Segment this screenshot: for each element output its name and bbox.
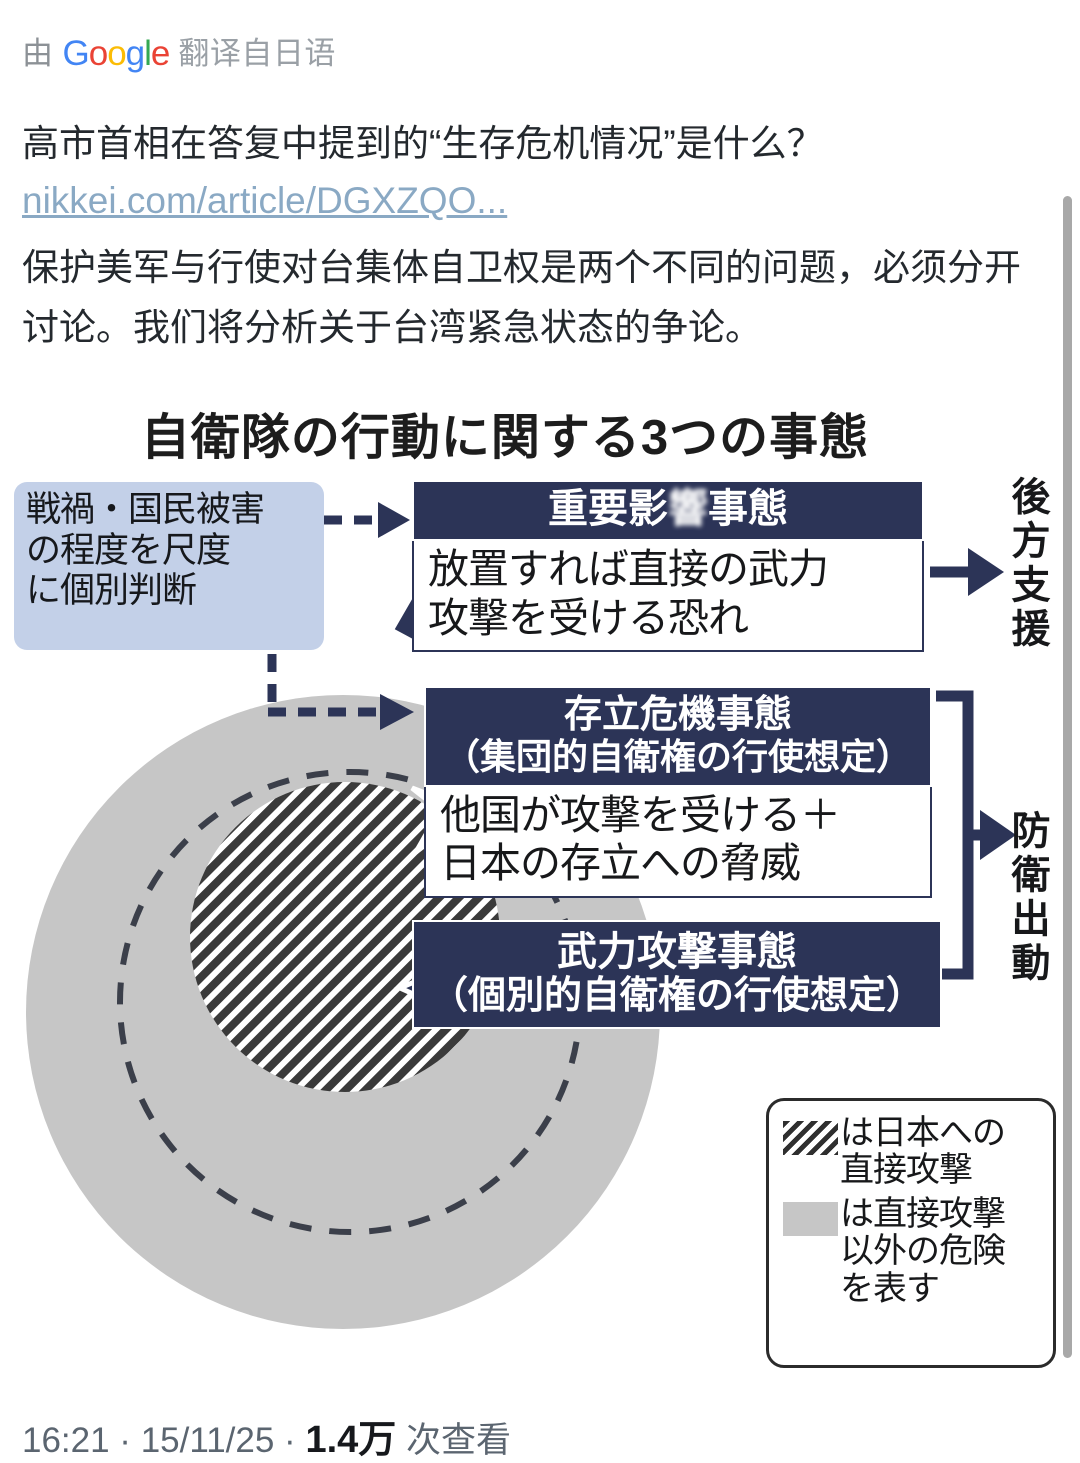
card2-header: 存立危機事態 （集団的自衛権の行使想定） (424, 686, 932, 787)
card-survival-crisis-situation: 存立危機事態 （集団的自衛権の行使想定） 他国が攻撃を受ける＋ 日本の存立への脅… (424, 686, 932, 898)
vertical-scrollbar[interactable] (1063, 196, 1072, 1358)
criteria-line-2: の程度を尺度 (26, 530, 231, 570)
tweet-meta: 16:21 · 15/11/25 · 1.4万 次查看 (22, 1408, 511, 1463)
card1-body: 放置すれば直接の武力 攻撃を受ける恐れ (412, 541, 924, 652)
tweet-link[interactable]: nikkei.com/article/DGXZQO... (22, 180, 508, 221)
card1-body-line-2: 攻撃を受ける恐れ (428, 594, 749, 641)
criteria-line-3: に個別判断 (26, 571, 197, 611)
bracket-defense-mobilization (936, 690, 1016, 980)
hatched-swatch-icon (783, 1121, 838, 1155)
tweet-views-count: 1.4万 (305, 1419, 397, 1461)
card3-header-sub: （個別的自衛権の行使想定） (429, 974, 924, 1017)
outcome-label-defense-mobilization: 防衛出動 (1006, 810, 1049, 986)
legend-box: は日本への 直接攻撃 は直接攻撃 以外の危険 を表す (766, 1098, 1056, 1368)
tweet-views-label: 次查看 (406, 1421, 512, 1460)
gray-swatch-icon (783, 1201, 838, 1236)
card3-header: 武力攻撃事態 （個別的自衛権の行使想定） (412, 920, 942, 1030)
tweet-body: 保护美军与行使对台集体自卫权是两个不同的问题，必须分开讨论。我们将分析关于台湾紧… (22, 247, 1021, 348)
outcome-label-rear-support: 後方支援 (1006, 476, 1049, 652)
arrow-rear-support (930, 548, 1004, 596)
infographic: 自衛隊の行動に関する3つの事態 (0, 392, 1080, 1392)
tweet-timestamp: 16:21 · 15/11/25 · (22, 1421, 296, 1460)
legend-row-other-danger: は直接攻撃 以外の危険 を表す (783, 1194, 1045, 1308)
attribution-suffix: 翻译自日语 (178, 36, 336, 71)
card-important-influence-situation: 重要影響事態 放置すれば直接の武力 攻撃を受ける恐れ (412, 480, 924, 652)
infographic-title: 自衛隊の行動に関する3つの事態 (140, 411, 870, 465)
card2-header-sub: （集団的自衛権の行使想定） (443, 735, 912, 777)
card2-header-main: 存立危機事態 (563, 694, 792, 736)
dashed-arrow-to-survival-crisis (267, 654, 414, 730)
legend-row-direct-attack: は日本への 直接攻撃 (783, 1114, 1045, 1190)
dashed-arrow-to-important-influence (324, 502, 410, 538)
card1-body-line-1: 放置すれば直接の武力 (428, 546, 829, 593)
card-armed-attack-situation: 武力攻撃事態 （個別的自衛権の行使想定） (412, 920, 942, 1030)
criteria-box: 戦禍・国民被害 の程度を尺度 に個別判断 (14, 482, 324, 650)
legend-text-other-danger: は直接攻撃 以外の危険 を表す (840, 1194, 1006, 1308)
tweet-headline: 高市首相在答复中提到的“生存危机情况”是什么？ (22, 123, 824, 164)
card2-body-line-1: 他国が攻撃を受ける＋ (440, 791, 841, 838)
card2-body-line-2: 日本の存立への脅威 (440, 840, 801, 887)
card2-body: 他国が攻撃を受ける＋ 日本の存立への脅威 (424, 786, 932, 898)
attribution-prefix: 由 (22, 36, 54, 71)
card1-header: 重要影響事態 (412, 480, 924, 542)
card3-header-main: 武力攻撃事態 (557, 930, 797, 974)
legend-text-direct-attack: は日本への 直接攻撃 (840, 1114, 1006, 1190)
criteria-line-1: 戦禍・国民被害 (26, 490, 265, 529)
